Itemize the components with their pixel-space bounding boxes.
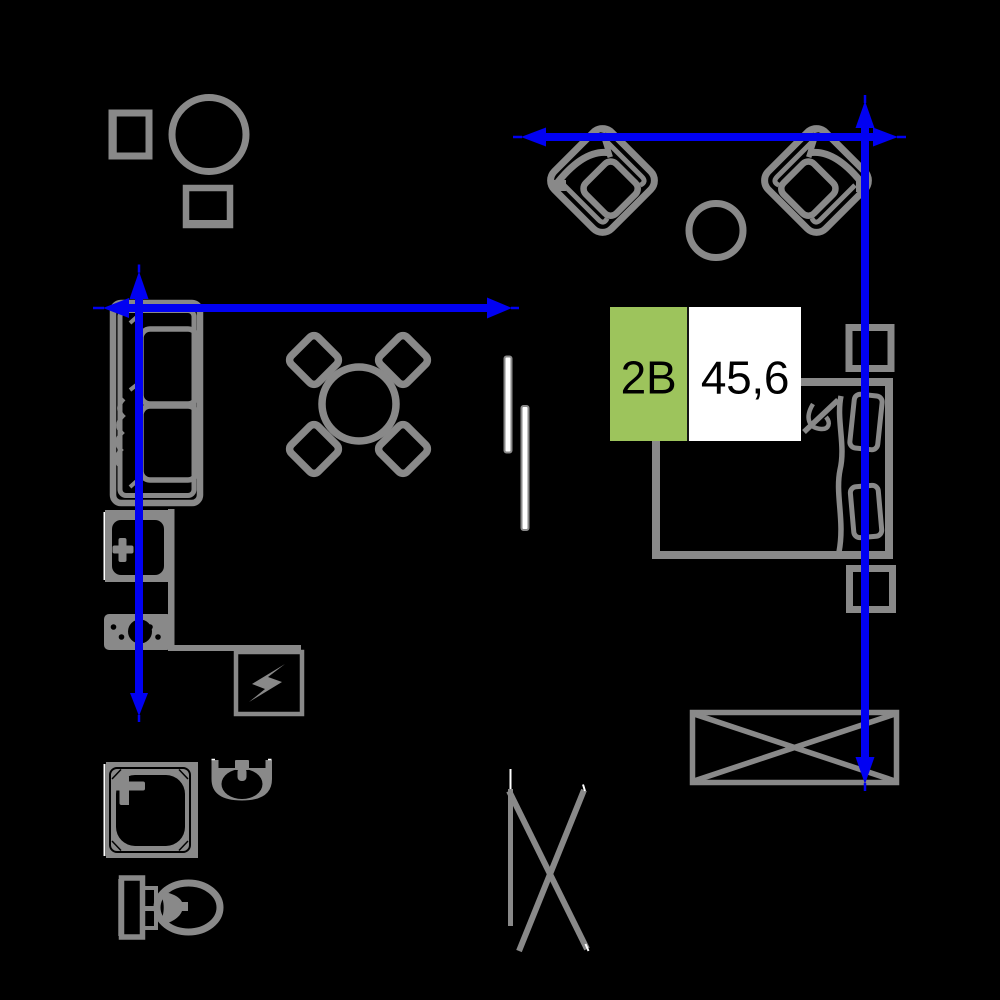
dining-table: [318, 363, 400, 445]
basin-tap: [235, 760, 249, 770]
armchair-left-path-3: [605, 140, 647, 188]
door-leaf-2: [520, 405, 530, 531]
cooktop-circle-3: [110, 624, 117, 630]
sofa-rect-4: [138, 403, 200, 483]
blanket-fold: [802, 397, 840, 435]
dimension-horizontal-top-polygon-3: [873, 127, 898, 147]
tv-rect: [182, 184, 234, 229]
shower-rect-3: [109, 767, 191, 853]
lightning-bolt-icon: [249, 664, 285, 702]
shower: [103, 762, 198, 858]
armchair-right-path-4: [809, 183, 857, 225]
door-cross: [506, 769, 590, 953]
washbasin-ellipse-2: [221, 769, 263, 799]
armchair-right-rect-2: [778, 158, 839, 219]
toilet: [118, 875, 224, 940]
basin-tap-stem: [237, 768, 247, 781]
door-cross-line-4: [516, 788, 587, 953]
armchair-left-rect-2: [580, 158, 641, 219]
unit-badge: 2B 45,6: [610, 307, 801, 441]
door-leaf-1: [503, 355, 513, 454]
sofa-rect-1: [109, 299, 204, 507]
dining-chairs-rect-2: [374, 331, 432, 389]
dining-chairs-rect-4: [374, 420, 432, 478]
armchair-left-rect-1: [547, 125, 658, 236]
dining-chairs-rect-1: [285, 331, 343, 389]
area-label: 45,6: [701, 352, 789, 404]
armchair-right: [761, 125, 872, 236]
counter-edge-vertical: [168, 509, 175, 651]
dining-chairs: [285, 331, 432, 478]
cooktop-circle-6: [155, 634, 161, 640]
round-table-top-left: [168, 94, 250, 175]
dimension-vertical-right-polygon-3: [855, 757, 875, 784]
electrical-panel: [233, 649, 305, 717]
door-cross-line-6: [582, 784, 586, 792]
armchair-left-path-5: [552, 148, 611, 188]
sofa-throw: [114, 397, 126, 468]
dimension-vertical-left-polygon-2: [129, 271, 149, 299]
armchair-right-rect-1: [761, 125, 872, 236]
shower-path-5: [178, 768, 189, 780]
armchair-left-path-4: [562, 183, 610, 225]
washbasin: [211, 758, 272, 801]
blanket-edge: [835, 395, 845, 553]
unit-badge-white: [688, 307, 801, 441]
nightstand-bottom: [846, 565, 896, 613]
shower-tap-stem: [121, 793, 129, 805]
armchair-right-path-5: [808, 148, 867, 188]
coffee-table: [685, 200, 747, 261]
dimension-horizontal-top-polygon-2: [521, 127, 546, 147]
dimension-horizontal-left: [93, 297, 519, 319]
dimension-vertical-left-polygon-3: [130, 693, 148, 716]
toilet-rect-2: [118, 875, 146, 940]
shower-tap-arm: [112, 781, 145, 791]
sofa-rect-3: [138, 326, 200, 407]
sink-tap-arm: [112, 545, 134, 554]
toilet-ellipse-5: [153, 879, 224, 936]
shower-path-4: [111, 768, 122, 780]
cooktop-circle-5: [147, 624, 153, 630]
side-square: [108, 109, 153, 160]
dimension-horizontal-left-polygon-2: [103, 298, 129, 318]
dimension-vertical-right-polygon-2: [855, 101, 875, 128]
dimension-horizontal-top: [513, 127, 906, 147]
tv-rect-rect-1: [182, 184, 234, 229]
dining-chairs-rect-3: [285, 420, 343, 478]
cooktop-circle-4: [118, 634, 125, 640]
dimension-vertical-left: [129, 264, 149, 722]
dimension-vertical-right: [855, 95, 875, 791]
dimension-horizontal-left-polygon-3: [487, 297, 512, 319]
shower-rect-8: [116, 775, 185, 846]
side-square-rect-1: [108, 109, 153, 160]
wardrobe-rect-1: [689, 709, 900, 786]
blanket-fold-curl: [806, 402, 831, 432]
sofa: [109, 299, 204, 507]
shower-path-7: [178, 840, 189, 852]
door-cross-line-3: [506, 789, 590, 951]
armchair-right-path-3: [772, 140, 814, 188]
electrical-panel-rect-1: [233, 649, 305, 717]
door-cross-line-5: [584, 943, 590, 952]
counter-edge-horizontal: [168, 645, 301, 651]
badge-separator: [687, 307, 689, 441]
armchair-left: [547, 125, 658, 236]
nightstand-top: [845, 324, 895, 372]
toilet-flush: [160, 892, 188, 924]
armchair-left-arm-tab: [554, 180, 566, 191]
shower-path-6: [111, 840, 122, 852]
unit-badge-green: [610, 307, 688, 441]
unit-label: 2B: [621, 352, 677, 404]
